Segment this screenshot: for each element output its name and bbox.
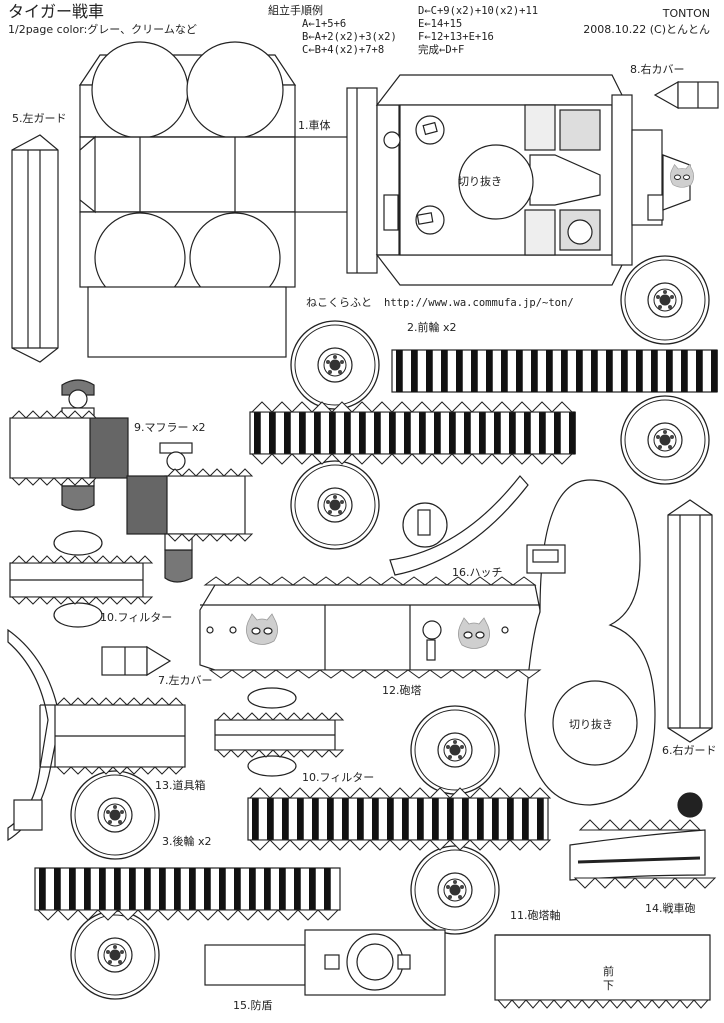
turret-axle-part: [494, 934, 711, 1001]
glue-tabs: [166, 533, 254, 542]
filter-part-b: [214, 687, 336, 777]
glue-tabs: [496, 999, 710, 1009]
hull-part: [78, 41, 695, 358]
part-label-13: 13.道具箱: [155, 779, 206, 792]
track-stripes: [396, 350, 718, 392]
glue-tabs: [10, 555, 154, 564]
assembly-step: C←B+4(x2)+7+8: [302, 44, 385, 56]
assembly-step: D←C+9(x2)+10(x2)+11: [418, 5, 539, 17]
cutout-note: 切り抜き: [458, 175, 502, 188]
part-label-1: 1.車体: [298, 119, 331, 132]
glue-tabs: [248, 839, 552, 851]
assembly-step: A←1+5+6: [302, 18, 347, 30]
assembly-step: B←A+2(x2)+3(x2): [302, 31, 397, 43]
glue-tabs: [573, 877, 717, 889]
part-label-6: 6.右ガード: [662, 744, 717, 757]
part-label-9: 9.マフラー x2: [134, 421, 206, 434]
part-label-11: 11.砲塔軸: [510, 909, 561, 922]
right-cover-part: [653, 80, 719, 110]
assembly-heading: 組立手順例: [268, 4, 323, 17]
part-label-7: 7.左カバー: [158, 674, 213, 687]
glue-tabs: [10, 410, 98, 419]
author-name: TONTON: [662, 7, 710, 20]
left-guard-part: [11, 134, 59, 363]
glue-tabs: [578, 819, 702, 831]
turret-part: [199, 479, 656, 806]
track-stripes: [252, 798, 544, 840]
glue-tabs: [248, 787, 552, 799]
front-mark: 前: [603, 965, 614, 978]
filter-part-a: [9, 530, 144, 628]
glue-tabs: [250, 401, 574, 413]
glue-tabs: [36, 909, 340, 921]
glue-tabs: [10, 596, 154, 605]
glue-tabs: [166, 468, 254, 477]
glue-tabs: [215, 712, 345, 721]
glue-tabs: [55, 697, 185, 706]
glue-tabs: [215, 749, 345, 758]
cannon-part: [569, 792, 706, 881]
part-label-12: 12.砲塔: [382, 684, 422, 697]
assembly-step: F←12+13+E+16: [418, 31, 494, 43]
glue-tabs: [250, 453, 574, 465]
hatch-part: [389, 475, 529, 576]
track-stripes: [39, 868, 331, 910]
track-stripes: [254, 412, 576, 454]
sheet-title: タイガー戦車: [8, 2, 105, 21]
date-credit: 2008.10.22 (C)とんとん: [583, 23, 710, 36]
part-label-8: 8.右カバー: [630, 63, 685, 76]
part-label-10a: 10.フィルター: [100, 611, 173, 624]
part-label-16: 16.ハッチ: [452, 566, 503, 579]
toolbox-part: [7, 628, 186, 842]
bottom-mark: 下: [603, 979, 614, 992]
right-guard-part: [667, 499, 713, 743]
part-label-3: 3.後輪 x2: [162, 835, 212, 848]
assembly-step: E←14+15: [418, 18, 463, 30]
glue-tabs: [10, 477, 98, 486]
glue-tabs: [203, 576, 537, 586]
left-cover-part: [101, 645, 172, 677]
part-label-2: 2.前輪 x2: [407, 321, 457, 334]
part-label-15: 15.防盾: [233, 999, 273, 1012]
site-name: ねこくらふと: [306, 296, 372, 309]
glue-tabs: [55, 766, 185, 775]
cutout-note: 切り抜き: [569, 718, 613, 731]
part-label-5: 5.左ガード: [12, 112, 67, 125]
site-url[interactable]: http://www.wa.commufa.jp/~ton/: [384, 297, 574, 309]
page-note: 1/2page color:グレー、クリームなど: [8, 23, 197, 36]
assembly-step: 完成←D+F: [418, 44, 465, 56]
mantlet-part: [204, 929, 446, 996]
part-label-14: 14.戦車砲: [645, 902, 696, 915]
part-label-10b: 10.フィルター: [302, 771, 375, 784]
glue-tabs: [208, 669, 542, 679]
